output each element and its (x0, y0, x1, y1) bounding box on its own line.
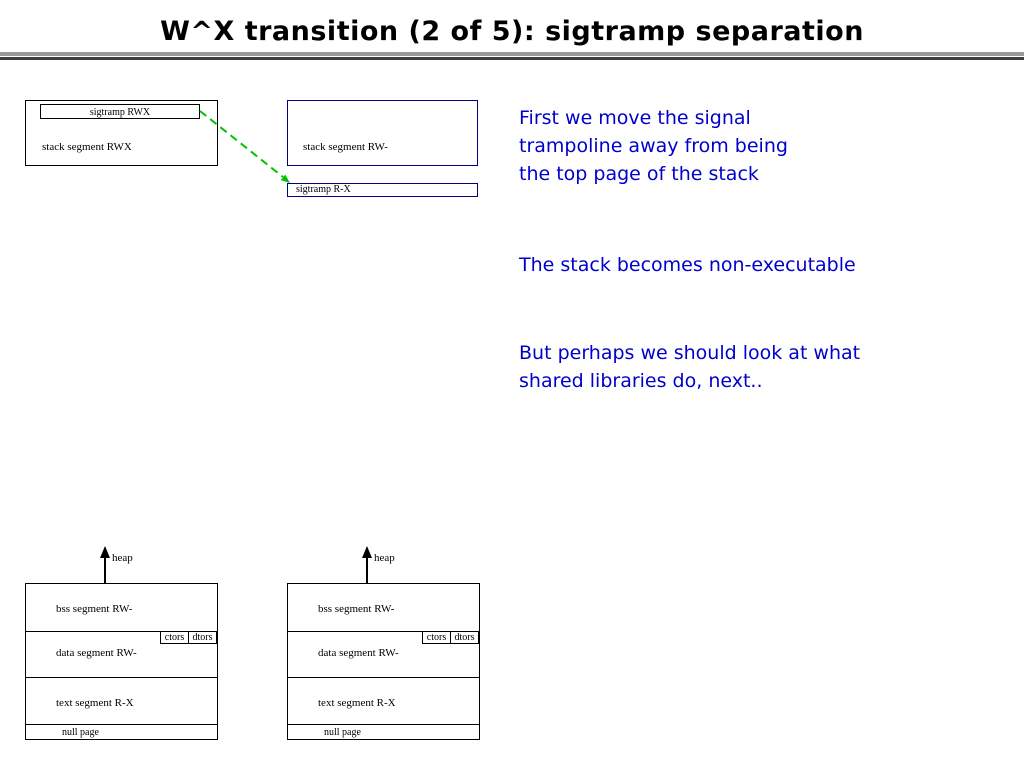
sigtramp-rx-label: sigtramp R-X (296, 184, 351, 195)
dtors-box: dtors (450, 631, 479, 644)
note-paragraph-1: First we move the signal trampoline away… (519, 104, 788, 188)
note-line: First we move the signal (519, 107, 751, 129)
segment-divider (26, 724, 217, 725)
null-page-label: null page (62, 727, 99, 738)
memory-diagram-1: heap bss segment RW- ctors dtors data se… (25, 544, 218, 741)
sigtramp-rx-box: sigtramp R-X (287, 183, 478, 197)
title-divider-bottom (0, 57, 1024, 60)
sigtramp-rwx-label: sigtramp RWX (89, 107, 151, 118)
stack-rwx-label: stack segment RWX (42, 141, 132, 153)
segments-box: bss segment RW- ctors dtors data segment… (287, 583, 480, 740)
segment-divider (26, 677, 217, 678)
new-stack-box: stack segment RW- (287, 100, 478, 166)
note-line: trampoline away from being (519, 135, 788, 157)
sigtramp-rwx-box: sigtramp RWX (40, 104, 200, 119)
ctors-box: ctors (160, 631, 189, 644)
move-arrow-icon (199, 110, 290, 183)
memory-diagram-2: heap bss segment RW- ctors dtors data se… (287, 544, 480, 741)
heap-label: heap (374, 552, 395, 564)
null-page-label: null page (324, 727, 361, 738)
bss-segment-label: bss segment RW- (56, 603, 133, 615)
ctors-box: ctors (422, 631, 451, 644)
data-segment-label: data segment RW- (56, 647, 137, 659)
bss-segment-label: bss segment RW- (318, 603, 395, 615)
text-segment-label: text segment R-X (318, 697, 396, 709)
text-segment-label: text segment R-X (56, 697, 134, 709)
note-paragraph-3: But perhaps we should look at what share… (519, 339, 860, 395)
segment-divider (26, 631, 217, 632)
segment-divider (288, 631, 479, 632)
segment-divider (288, 724, 479, 725)
dtors-box: dtors (188, 631, 217, 644)
title-divider-top (0, 52, 1024, 56)
data-segment-label: data segment RW- (318, 647, 399, 659)
note-line: shared libraries do, next.. (519, 370, 763, 392)
heap-arrow-icon (100, 546, 110, 583)
segments-box: bss segment RW- ctors dtors data segment… (25, 583, 218, 740)
stack-rw-label: stack segment RW- (303, 141, 388, 153)
note-paragraph-2: The stack becomes non-executable (519, 251, 856, 279)
heap-label: heap (112, 552, 133, 564)
segment-divider (288, 677, 479, 678)
note-line: But perhaps we should look at what (519, 342, 861, 364)
note-line: the top page of the stack (519, 163, 759, 185)
old-stack-box: sigtramp RWX stack segment RWX (25, 100, 218, 166)
slide-title: W^X transition (2 of 5): sigtramp separa… (160, 16, 864, 47)
note-line: The stack becomes non-executable (519, 254, 856, 276)
heap-arrow-icon (362, 546, 372, 583)
